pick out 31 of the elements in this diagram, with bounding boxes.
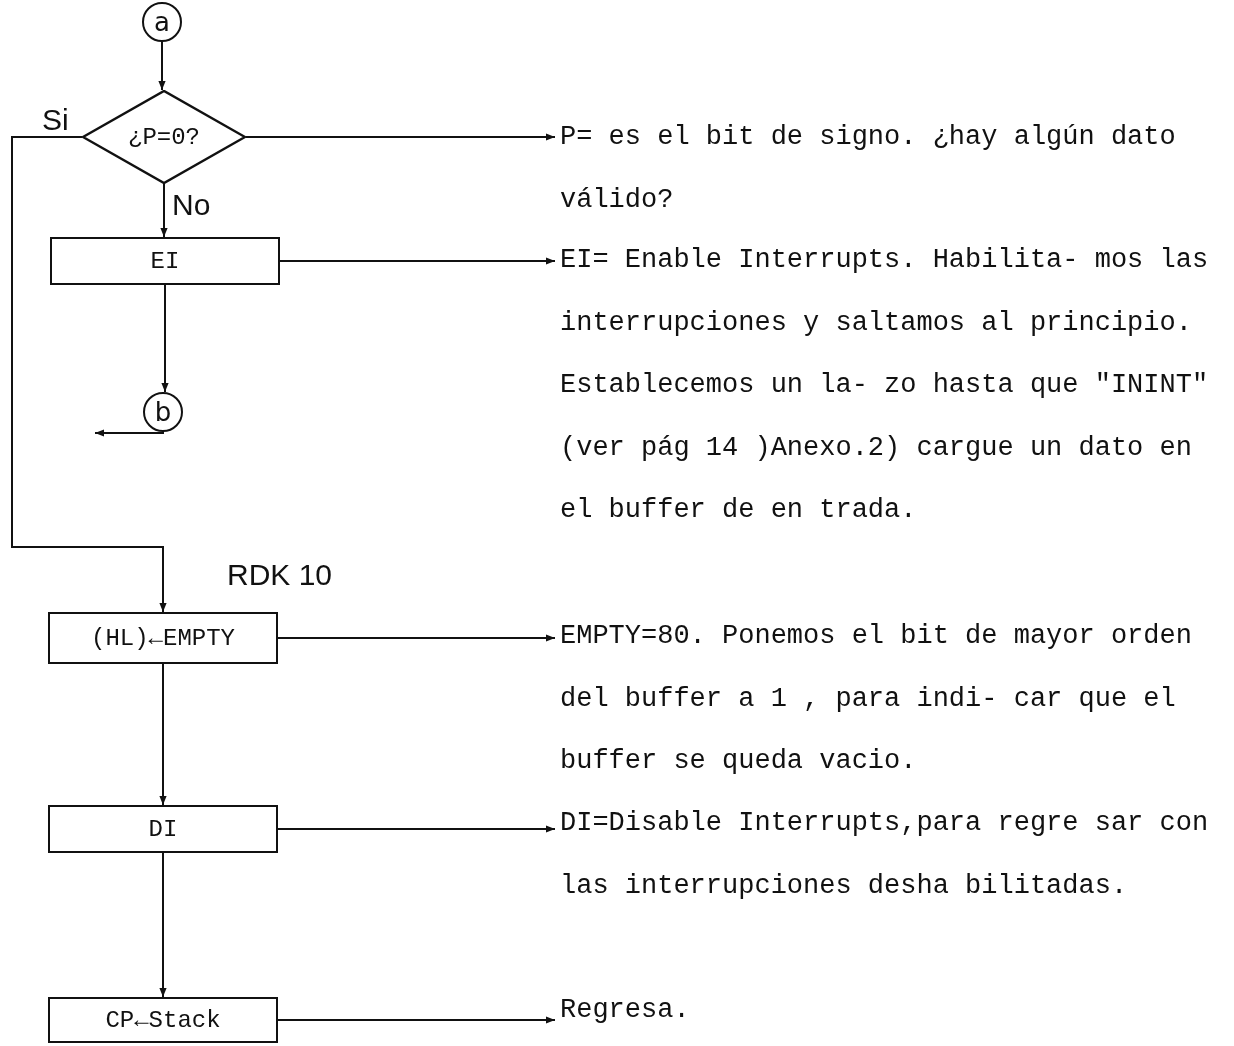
decision-diamond — [82, 90, 246, 184]
note-text: EI= Enable Interrupts. Habilita- mos las interrupciones y saltamos al principio. Establecemos un la- zo hasta que "ININT" (ver pág 14 )Anexo.2) cargue un dato en el buffer de en trada. — [560, 244, 1210, 527]
connector-circle — [143, 392, 183, 432]
flow-arrow — [161, 284, 169, 393]
leader-arrow — [279, 257, 556, 265]
note-text: P= es el bit de signo. ¿hay algún dato válido? — [560, 121, 1177, 217]
process-box — [48, 612, 278, 664]
flow-arrow — [159, 852, 167, 998]
leader-arrow — [245, 133, 556, 141]
leader-arrow — [277, 634, 556, 642]
note-text: DI=Disable Interrupts,para regre sar con las interrupciones desha bilitadas. — [560, 807, 1210, 903]
connector-label: b — [154, 397, 172, 427]
connector-label: a — [154, 7, 170, 37]
step-label: CP←Stack — [105, 1006, 221, 1034]
step-label: ¿P=0? — [128, 123, 200, 151]
flow-arrow — [11, 136, 167, 613]
leader-arrow — [277, 825, 556, 833]
process-box — [48, 805, 278, 853]
step-label: DI — [148, 815, 178, 843]
note-text: EMPTY=80. Ponemos el bit de mayor orden del buffer a 1 , para indi- car que el buffer se queda vacio. — [560, 620, 1193, 778]
note-text: Regresa. — [560, 994, 691, 1027]
flow-arrow — [160, 183, 168, 238]
leader-arrow — [277, 1016, 556, 1024]
connector-circle — [142, 2, 182, 42]
flow-arrow — [94, 429, 164, 437]
flow-arrow — [159, 663, 167, 806]
step-label: (HL)←EMPTY — [91, 624, 235, 652]
flow-arrow — [158, 41, 166, 91]
process-box — [50, 237, 280, 285]
process-box — [48, 997, 278, 1043]
step-label: EI — [150, 247, 180, 275]
